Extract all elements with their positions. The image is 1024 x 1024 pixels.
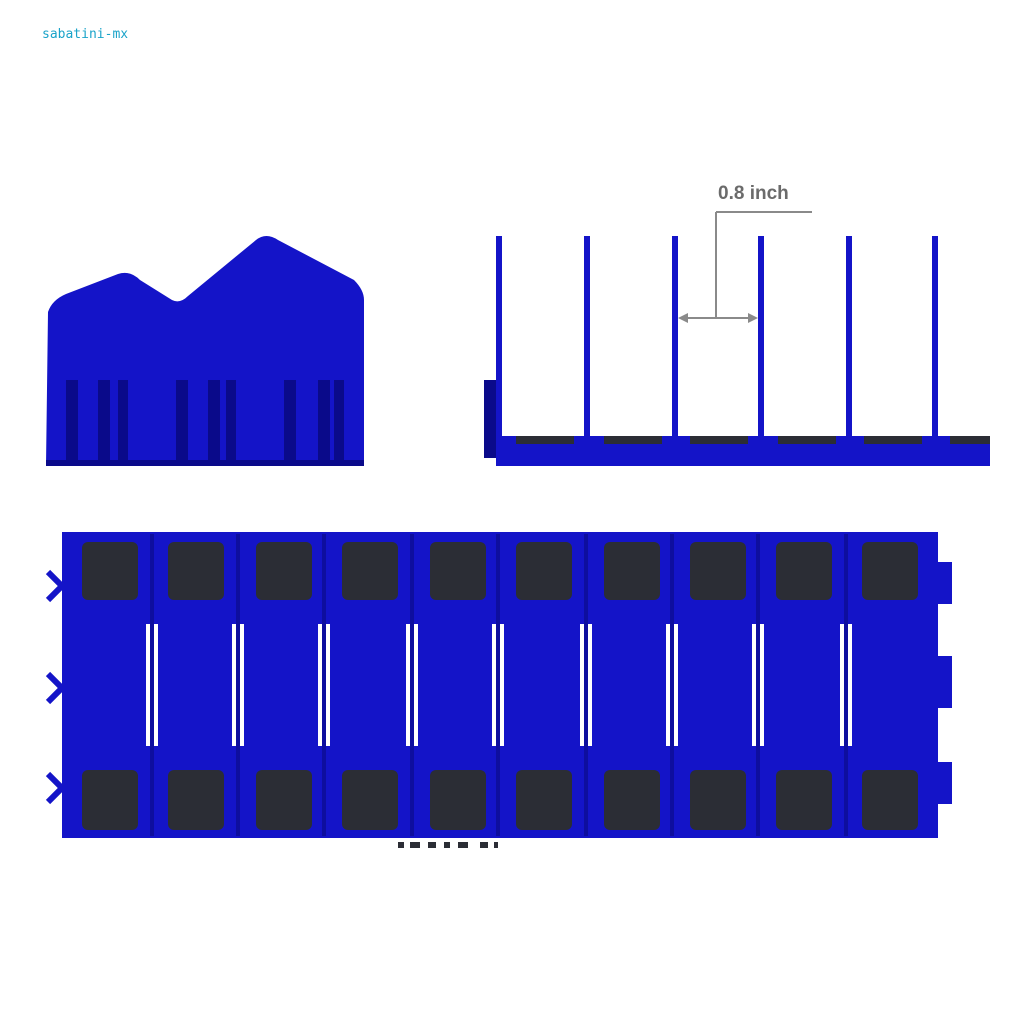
top-view xyxy=(45,532,952,848)
watermark-text: sabatini-mx xyxy=(42,27,129,42)
front-view: 0.8 inch xyxy=(484,183,990,466)
cropped-text-fragment xyxy=(398,842,498,848)
side-view xyxy=(46,236,364,466)
dimension-label: 0.8 inch xyxy=(718,183,789,204)
